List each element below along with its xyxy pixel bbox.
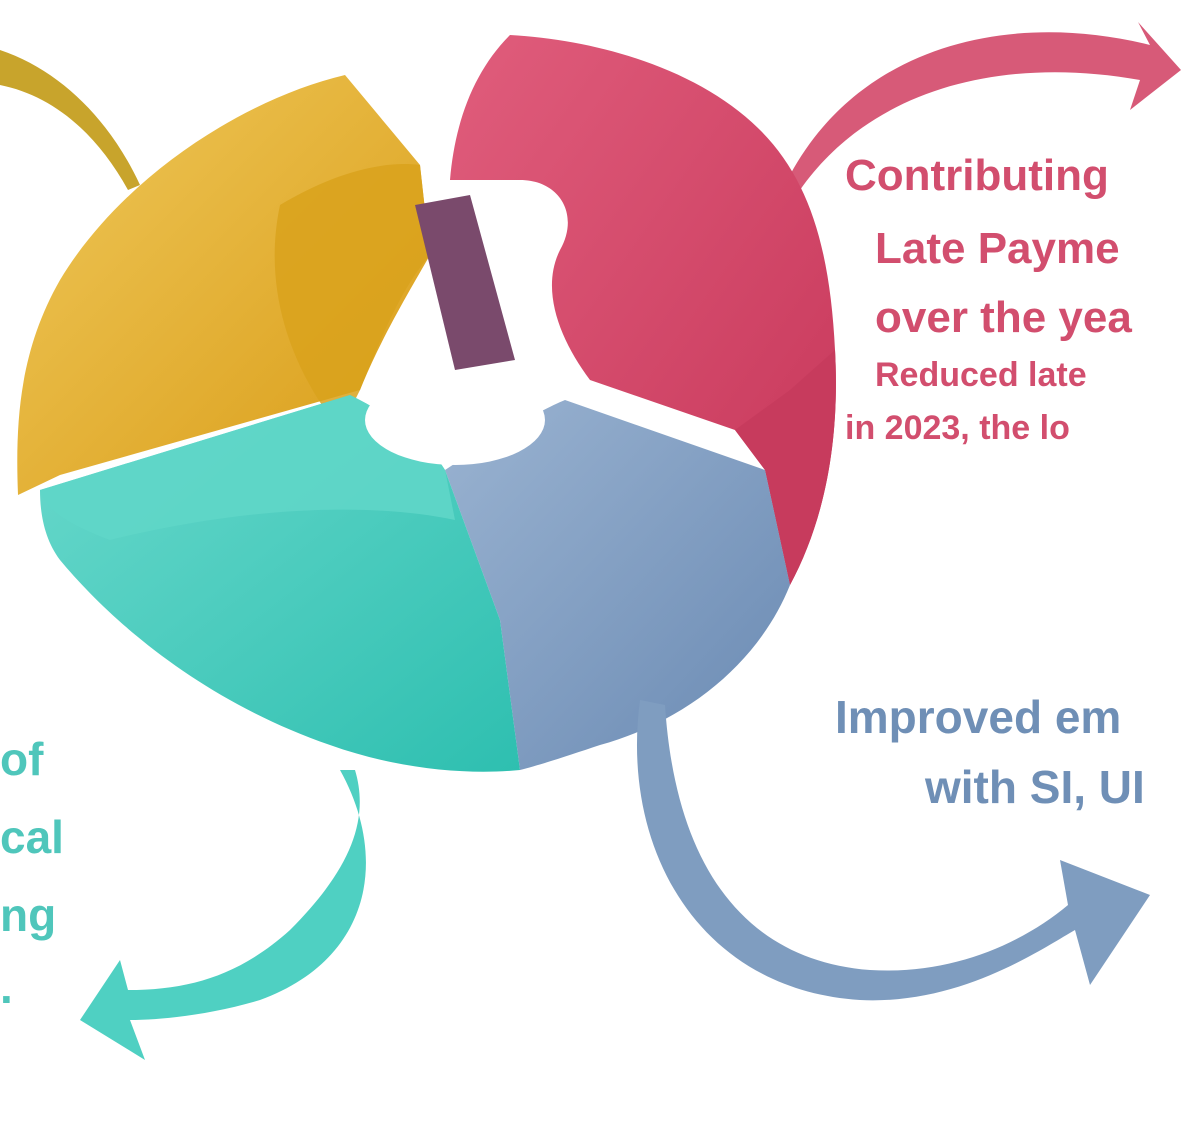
ring-hole — [365, 375, 545, 465]
pink-segment — [450, 35, 836, 585]
teal-callout-line-3: ng — [0, 889, 57, 941]
pink-callout-line-3: over the yea — [875, 293, 1132, 342]
blue-callout-line-1: Improved em — [835, 691, 1122, 743]
pink-segment-face — [735, 350, 836, 585]
teal-arrow-icon — [80, 770, 366, 1060]
pink-callout-line-1: Contributing — [845, 151, 1109, 200]
pink-callout-line-2: Late Payme — [875, 224, 1120, 273]
teal-callout-line-4: . — [0, 961, 13, 1013]
blue-callout-line-2: with SI, UI — [925, 761, 1145, 813]
blue-segment — [445, 400, 790, 770]
pink-callout-line-5: in 2023, the lo — [845, 409, 1070, 447]
teal-segment-top — [40, 395, 455, 540]
yellow-segment-shadow — [274, 164, 430, 430]
blue-arrow-icon — [636, 700, 1150, 1001]
pink-arrow-icon — [790, 22, 1181, 190]
purple-segment — [415, 195, 515, 370]
gold-arrow-icon — [0, 50, 140, 190]
teal-callout-line-1: of — [0, 733, 44, 785]
teal-callout-line-2: cal — [0, 811, 64, 863]
pink-callout-line-4: Reduced late — [875, 356, 1087, 394]
